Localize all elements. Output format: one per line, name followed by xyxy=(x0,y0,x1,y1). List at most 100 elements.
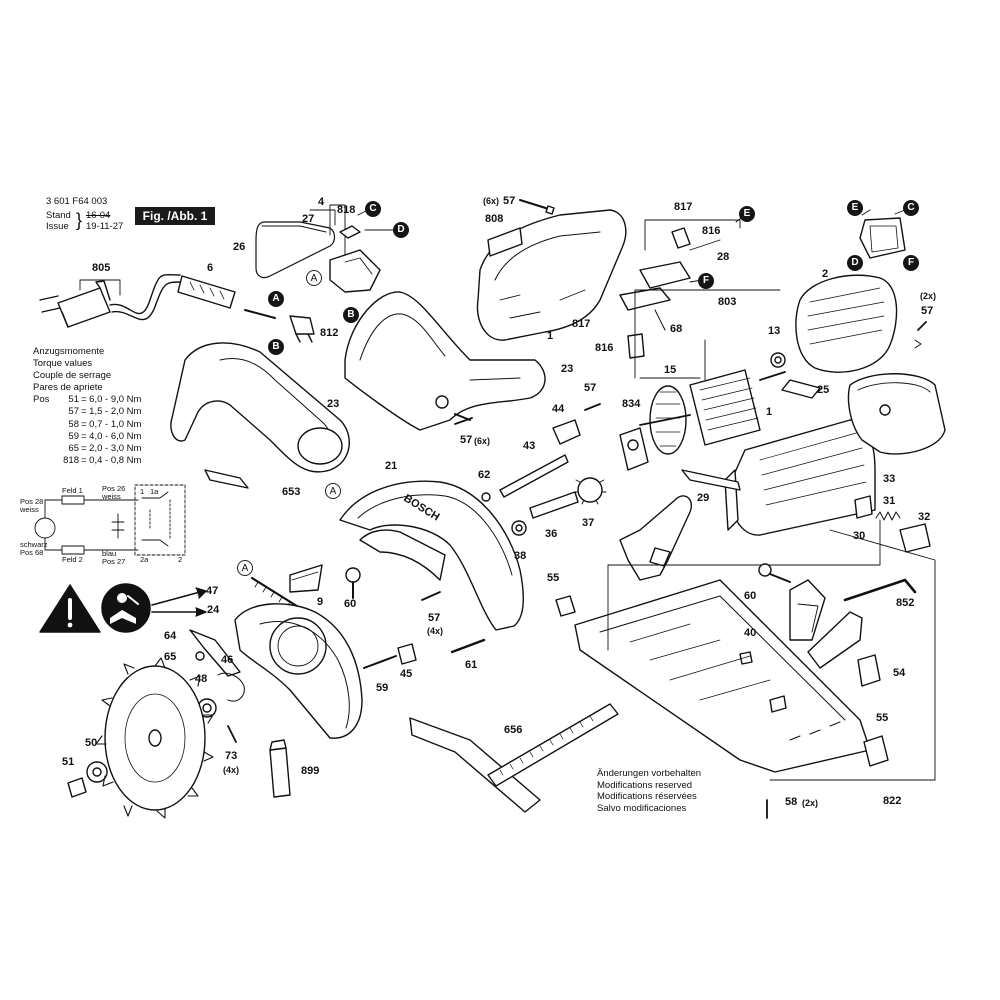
marker-c-field: C xyxy=(903,200,919,216)
lower-guard-part xyxy=(234,603,363,739)
plug-icon xyxy=(39,273,183,328)
callout-57-top-qty: (6x) xyxy=(483,196,500,206)
callout-73-qty: (4x) xyxy=(223,765,240,775)
callout-834: 834 xyxy=(622,398,641,410)
modifications-fr: Modifications réservées xyxy=(597,791,697,802)
callout-4: 4 xyxy=(318,196,325,208)
wiring-pos68: Pos 68 xyxy=(20,548,44,557)
brace-symbol: } xyxy=(76,210,83,230)
modifications-de: Änderungen vorbehalten xyxy=(597,768,702,779)
callout-59: 59 xyxy=(376,682,389,694)
wiring-terminal-2: 2 xyxy=(178,555,183,564)
switch-part xyxy=(289,315,315,335)
marker-c-top: C xyxy=(365,201,381,217)
callout-50: 50 xyxy=(85,737,98,749)
callout-45: 45 xyxy=(400,668,413,680)
marker-e-brush: E xyxy=(739,206,755,222)
callout-57-guard-qty: (4x) xyxy=(427,626,444,636)
handle-half-part xyxy=(344,291,546,431)
callout-812: 812 xyxy=(320,327,339,339)
torque-title-en: Torque values xyxy=(33,358,93,370)
callout-817-top: 817 xyxy=(674,201,693,213)
callout-899: 899 xyxy=(301,765,320,777)
callout-6: 6 xyxy=(207,262,214,274)
torque-title-de: Anzugsmomente xyxy=(33,346,105,357)
callout-64: 64 xyxy=(164,630,177,642)
callout-23-right: 23 xyxy=(561,363,574,375)
issue-label: Issue xyxy=(46,221,69,232)
torque-value: = 6,0 - 9,0 Nm xyxy=(81,394,142,406)
fan-cover-part xyxy=(847,373,946,455)
base-plate-part xyxy=(574,579,871,773)
callout-9: 9 xyxy=(317,596,324,608)
torque-row: 58= 0,7 - 1,0 Nm xyxy=(33,419,141,431)
wiring-diagram xyxy=(34,484,186,556)
torque-table: Anzugsmomente Torque values Couple de se… xyxy=(33,346,141,467)
torque-pos: 57 xyxy=(68,406,79,418)
callout-27: 27 xyxy=(302,213,315,225)
callout-805: 805 xyxy=(92,262,111,274)
wiring-terminal-1a: 1a xyxy=(150,487,159,496)
read-manual-icon xyxy=(101,583,151,633)
torque-pos-label: Pos xyxy=(33,394,50,406)
modifications-en: Modifications reserved xyxy=(597,779,693,791)
callout-817-bottom: 817 xyxy=(572,318,591,330)
callout-24: 24 xyxy=(207,604,220,616)
callout-58-qty: (2x) xyxy=(802,798,819,808)
callout-656: 656 xyxy=(504,724,523,736)
callout-57-top: 57 xyxy=(503,195,516,207)
torque-pos: 58 xyxy=(68,418,79,430)
callout-28: 28 xyxy=(717,251,730,263)
marker-d-field: D xyxy=(847,255,863,271)
gear-part xyxy=(577,477,603,503)
callout-47: 47 xyxy=(206,585,219,597)
callout-57-handle-qty: (6x) xyxy=(474,436,491,446)
cable-loop-part xyxy=(255,221,336,279)
wiring-pos26: Pos 26 xyxy=(102,484,126,493)
callout-816-top: 816 xyxy=(702,225,721,237)
callout-29: 29 xyxy=(697,492,710,504)
torque-row: 57= 1,5 - 2,0 Nm xyxy=(33,406,141,418)
callout-55-right: 55 xyxy=(876,712,889,724)
callout-2: 2 xyxy=(822,268,829,280)
callout-26: 26 xyxy=(233,241,246,253)
callout-15: 15 xyxy=(664,364,677,376)
torque-pos: 59 xyxy=(68,430,79,442)
callout-38: 38 xyxy=(514,550,527,562)
callout-73: 73 xyxy=(225,750,238,762)
wiring-pos27: Pos 27 xyxy=(102,557,126,566)
callout-65: 65 xyxy=(164,651,177,663)
callout-46: 46 xyxy=(221,654,234,666)
upper-guard-part xyxy=(339,480,525,631)
callout-58: 58 xyxy=(785,796,798,808)
callout-57-handle: 57 xyxy=(460,434,473,446)
callout-54: 54 xyxy=(893,667,906,679)
callout-60-guard: 60 xyxy=(344,598,357,610)
callout-852: 852 xyxy=(896,597,915,609)
callout-32: 32 xyxy=(918,511,931,523)
callout-62: 62 xyxy=(478,469,491,481)
saw-blade-icon xyxy=(95,657,214,819)
torque-value: = 1,5 - 2,0 Nm xyxy=(81,406,142,418)
callout-30: 30 xyxy=(853,530,866,542)
callout-653: 653 xyxy=(282,486,301,498)
callout-808: 808 xyxy=(485,213,504,225)
modifications-es: Salvo modificaciones xyxy=(597,802,687,814)
warning-triangle-icon xyxy=(39,584,101,633)
callout-803: 803 xyxy=(718,296,737,308)
marker-f-brush: F xyxy=(698,273,714,289)
marker-a-guard: A xyxy=(325,483,341,499)
callout-37: 37 xyxy=(582,517,595,529)
marker-a-switch: A xyxy=(306,270,322,286)
callout-57-gear: 57 xyxy=(584,382,597,394)
callout-816-bottom: 816 xyxy=(595,342,614,354)
torque-value: = 4,0 - 6,0 Nm xyxy=(81,430,142,442)
motor-housing-part xyxy=(476,209,627,341)
marker-b-cord: B xyxy=(268,339,284,355)
wiring-schwarz: schwarz xyxy=(20,540,48,549)
marker-e-field: E xyxy=(847,200,863,216)
figure-label: Fig. /Abb. 1 xyxy=(135,207,215,225)
